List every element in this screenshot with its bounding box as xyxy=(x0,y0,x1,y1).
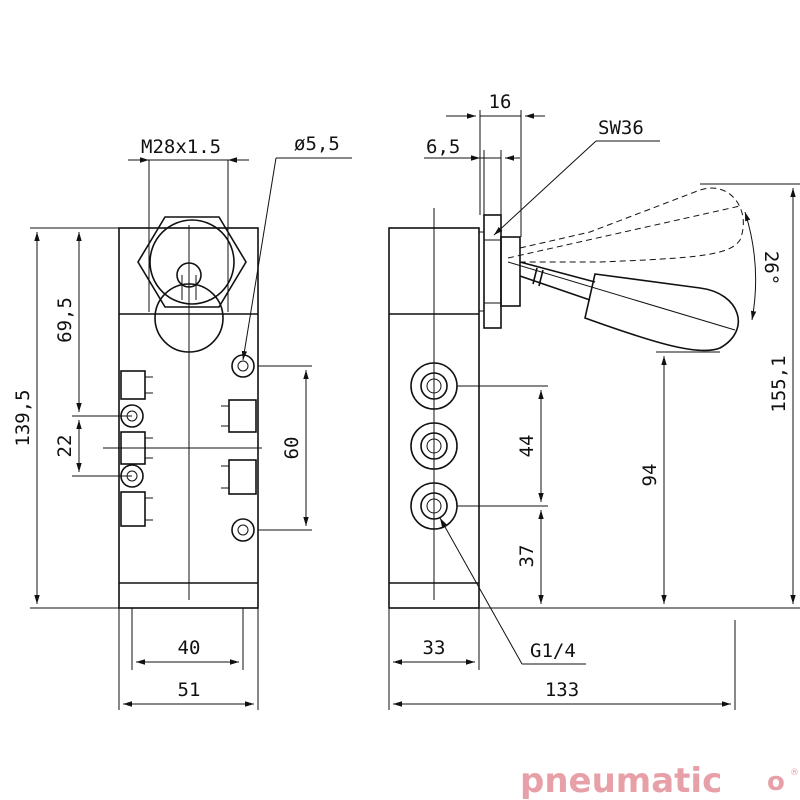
front-view: M28x1.5 ø5,5 139,5 69,5 22 60 40 51 xyxy=(12,133,352,710)
dim-port-bottom: 37 xyxy=(516,545,538,568)
dim-port-pitch: 44 xyxy=(516,435,538,458)
side-nut xyxy=(479,214,521,329)
dim-port-spacing: 40 xyxy=(178,637,201,659)
dim-total-length: 133 xyxy=(545,679,579,701)
brand-logo: pneumatic o ® xyxy=(520,761,799,800)
front-nut-ring xyxy=(149,219,235,305)
brand-logo-text: pneumatic xyxy=(520,761,722,800)
dim-wrench-label: SW36 xyxy=(598,117,644,139)
dim-angle-label: 26° xyxy=(760,251,782,285)
dim-height-total: 139,5 xyxy=(12,389,34,446)
dim-nut-offset: 6,5 xyxy=(426,136,460,158)
dim-hole-spacing: 60 xyxy=(281,437,303,460)
dim-hole-label: ø5,5 xyxy=(294,133,340,155)
front-hex-nut xyxy=(137,216,247,308)
dim-spacing-small: 22 xyxy=(54,435,76,458)
dim-lever-height: 94 xyxy=(639,464,661,487)
side-lever xyxy=(507,261,740,352)
front-port-fittings xyxy=(120,370,257,527)
dim-total-height: 155,1 xyxy=(768,355,790,412)
dim-thread-label: M28x1.5 xyxy=(141,136,221,158)
side-lever-ghost xyxy=(507,187,744,263)
side-view: 26° 16 6,5 SW36 44 37 xyxy=(388,91,800,710)
brand-logo-suffix: o xyxy=(767,767,785,797)
dim-height-upper: 69,5 xyxy=(54,297,76,343)
dim-port-thread: G1/4 xyxy=(530,640,576,662)
dim-nut-width: 16 xyxy=(489,91,512,113)
brand-registered-mark: ® xyxy=(790,768,799,778)
dim-depth: 33 xyxy=(423,637,446,659)
dim-width: 51 xyxy=(178,679,201,701)
